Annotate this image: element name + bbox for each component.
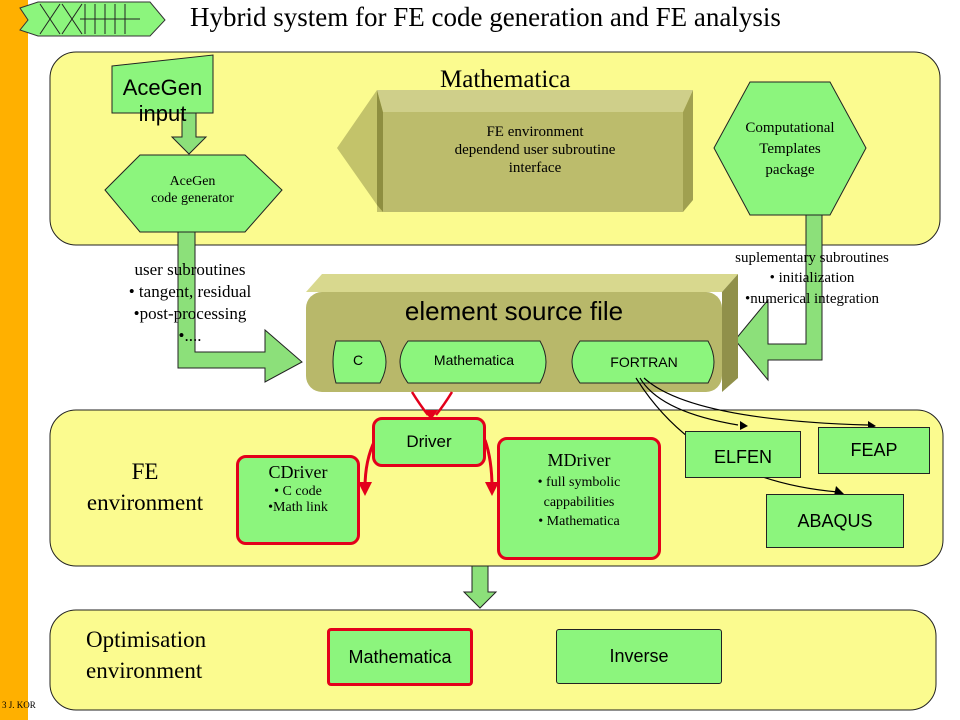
part-fortran-shape <box>571 340 715 384</box>
mdriver-title: MDriver <box>547 450 611 470</box>
elfen-box: ELFEN <box>685 431 801 478</box>
templates-shape <box>713 81 867 216</box>
acegen-generator-line1: AceGen <box>169 174 216 189</box>
cdriver-box: CDriver • C code •Math link <box>236 455 360 545</box>
arrow-user-subroutines <box>177 231 303 383</box>
page-title: Hybrid system for FE code generation and… <box>190 2 781 32</box>
fe-environment-line1: FE <box>131 459 159 484</box>
templates-line3: package <box>765 162 815 178</box>
cdriver-title: CDriver <box>268 462 328 482</box>
supplementary-label: suplementary subroutines • initializatio… <box>700 248 924 309</box>
templates-line2: Templates <box>759 141 821 157</box>
logo-banner <box>19 1 166 37</box>
part-mathematica-label: Mathematica <box>433 352 515 368</box>
templates-line1: Computational <box>745 120 835 136</box>
abaqus-box: ABAQUS <box>766 494 904 548</box>
user-subroutines-line1: user subroutines <box>134 260 246 279</box>
inverse-box: Inverse <box>556 629 722 684</box>
fe-environment-label: FE environment <box>60 456 230 518</box>
acegen-generator-shape <box>104 154 283 233</box>
fe-interface-arrow <box>337 90 693 212</box>
arrow-to-optimisation <box>462 565 498 609</box>
mdriver-box: MDriver • full symbolic cappabilities • … <box>497 437 661 560</box>
user-subroutines-label: user subroutines • tangent, residual •po… <box>90 259 290 347</box>
mdriver-line3: cappabilities <box>543 494 615 510</box>
element-source-label: element source file <box>404 296 624 326</box>
mdriver-line4: • Mathematica <box>538 514 620 530</box>
user-subroutines-line4: •.... <box>178 326 202 346</box>
fe-environment-line2: environment <box>86 490 204 516</box>
user-subroutines-line3: •post-processing <box>133 304 247 324</box>
part-fortran-label: FORTRAN <box>610 354 678 370</box>
supplementary-line1: suplementary subroutines <box>735 250 889 266</box>
arrow-input-to-generator <box>170 112 208 155</box>
acegen-generator-label: AceGen code generator <box>140 174 245 208</box>
user-subroutines-line2: • tangent, residual <box>128 282 252 302</box>
cdriver-line3: •Math link <box>268 500 328 516</box>
arrow-supplementary <box>734 214 823 382</box>
fe-interface-line1: FE environment <box>486 124 584 140</box>
driver-box: Driver <box>372 417 486 467</box>
accent-bar <box>0 0 28 720</box>
optimisation-line2: environment <box>86 658 203 684</box>
cdriver-line2: • C code <box>274 483 322 499</box>
supplementary-line2: • initialization <box>769 270 855 287</box>
opt-mathematica-box: Mathematica <box>327 628 473 686</box>
fe-interface-line3: interface <box>508 160 562 176</box>
fe-interface-label: FE environment dependend user subroutine… <box>390 123 680 177</box>
optimisation-line1: Optimisation <box>86 627 207 652</box>
templates-label: Computational Templates package <box>735 118 845 181</box>
supplementary-line3: •numerical integration <box>745 290 879 307</box>
acegen-input-label: AceGen input <box>122 75 203 127</box>
part-mathematica-shape <box>399 340 547 384</box>
feap-box: FEAP <box>818 427 930 474</box>
part-c-label: C <box>352 352 364 368</box>
mathematica-label: Mathematica <box>440 66 571 93</box>
footer-text: 3 J. KOR <box>2 700 36 710</box>
optimisation-label: Optimisation environment <box>86 624 286 686</box>
acegen-generator-line2: code generator <box>151 190 234 206</box>
part-c-shape <box>332 340 387 384</box>
fe-interface-line2: dependend user subroutine <box>454 142 616 158</box>
mdriver-line2: • full symbolic <box>537 475 621 491</box>
acegen-input-shape <box>111 54 214 114</box>
